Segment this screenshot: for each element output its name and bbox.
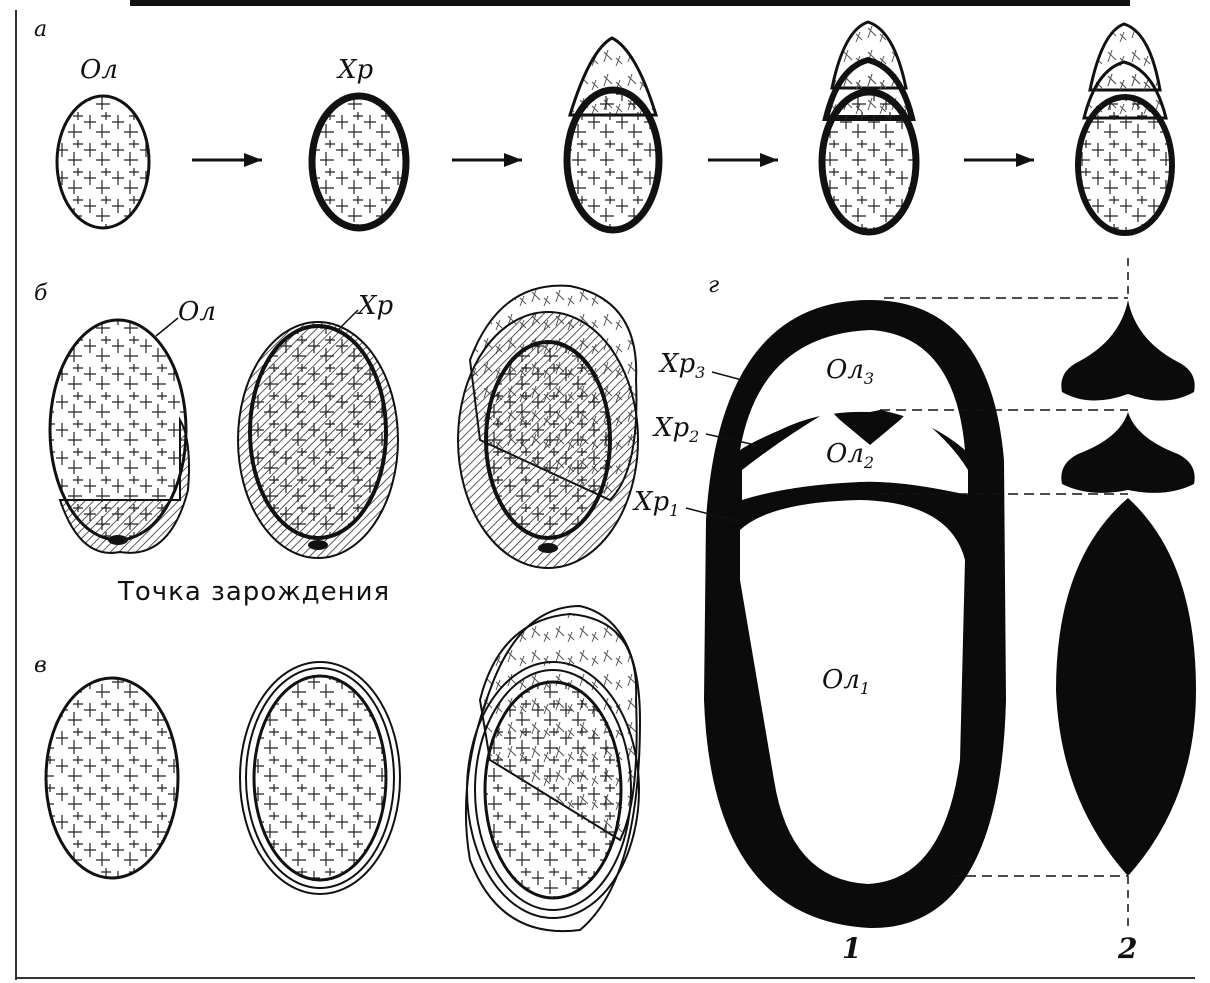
profile-zone-1	[1056, 498, 1196, 876]
grain-olivine-a1	[57, 96, 149, 228]
nucleation-point-b3	[538, 543, 558, 553]
arrow-head-a2	[504, 153, 522, 167]
grain-olivine-c3	[485, 682, 621, 898]
label-olivine-a: Ол	[80, 55, 118, 85]
grain-olivine-a2	[312, 96, 406, 228]
panel-a-letter: а	[34, 17, 47, 42]
arrow-head-a4	[1016, 153, 1034, 167]
grain-olivine-b1	[50, 320, 186, 540]
profile-zone-2	[1061, 412, 1194, 493]
label-chromite-b: Хр	[356, 291, 394, 321]
panel-b-letter: б	[34, 281, 48, 306]
label-xp2: Хр2	[652, 413, 699, 446]
panel-d-letter: г	[708, 273, 719, 298]
grain-olivine-a5	[1078, 97, 1172, 233]
grain-olivine-a4	[822, 92, 916, 232]
nucleation-point-b1	[108, 535, 128, 545]
panel-a: а Ол Хр	[34, 17, 1172, 233]
profile-zone-3	[1061, 300, 1194, 401]
panel-c-letter: в	[34, 653, 47, 678]
grain-olivine-c1	[46, 678, 178, 878]
cropped-title-band	[130, 0, 1130, 6]
arrow-head-a3	[760, 153, 778, 167]
grain-olivine-a3	[567, 90, 659, 230]
nucleation-point-b2	[308, 540, 328, 550]
panel-d: г Ол3 Ол2 Ол1 Хр3 Хр2 Хр1 1 2	[632, 258, 1196, 965]
panel-b: б Ол Хр Точка зарождения	[34, 281, 638, 607]
arrow-head-a1	[244, 153, 262, 167]
grain-olivine-b3	[486, 342, 610, 538]
label-xp1: Хр1	[632, 487, 679, 520]
figure-number-2: 2	[1117, 932, 1137, 965]
leader-xp3	[712, 372, 742, 380]
grain-olivine-b2	[250, 326, 386, 538]
grain-olivine-c2	[254, 676, 386, 880]
label-olivine-b: Ол	[178, 297, 216, 327]
figure-number-1: 1	[842, 932, 861, 965]
label-chromite-a: Хр	[336, 55, 374, 85]
leader-olivine-b	[156, 318, 178, 336]
caption-nucleation-point: Точка зарождения	[117, 577, 390, 607]
label-xp3: Хр3	[658, 349, 705, 382]
panel-c: в	[34, 606, 640, 931]
